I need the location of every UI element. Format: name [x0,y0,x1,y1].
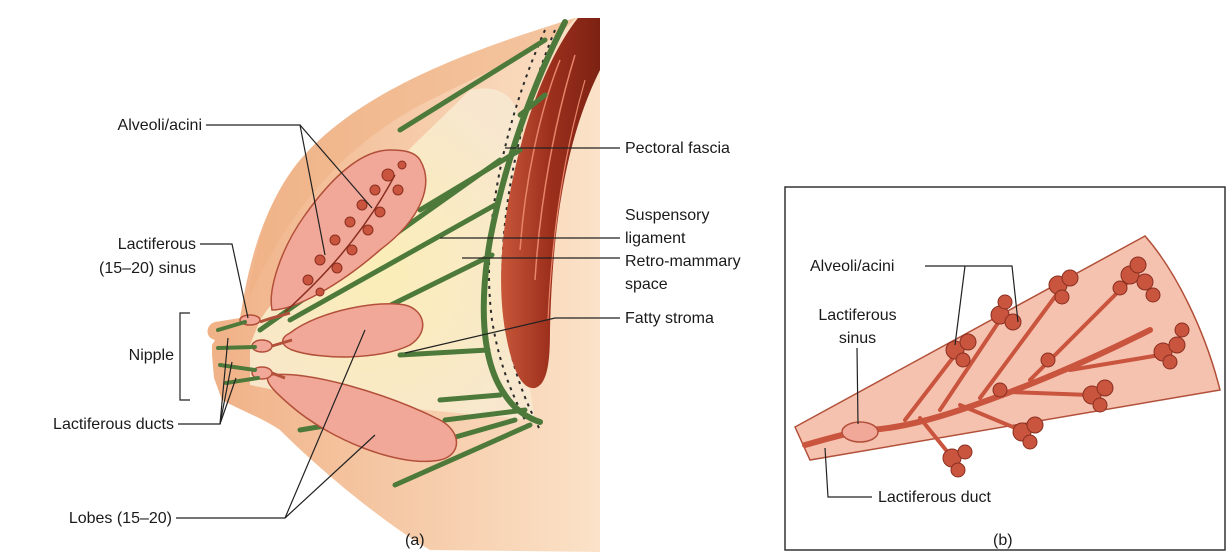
label-sinus-b-line1: Lactiferous [800,306,915,325]
label-alveoli-a: Alveoli/acini [30,116,202,135]
label-lactiferous-sinus-line1: Lactiferous [30,235,196,254]
caption-b: (b) [993,532,1013,550]
label-lactiferous-duct-b: Lactiferous duct [878,488,991,507]
label-alveoli-b: Alveoli/acini [810,257,894,276]
label-retro-mammary-line2: space [625,275,668,294]
figure-a-drawing [176,18,620,552]
label-suspensory-line1: Suspensory [625,206,710,225]
label-suspensory-line2: ligament [625,229,685,248]
label-nipple: Nipple [30,346,174,365]
label-lactiferous-sinus-line2: (15–20) sinus [30,259,196,278]
label-pectoral-fascia: Pectoral fascia [625,139,730,158]
figure-b-drawing [785,187,1225,550]
label-fatty-stroma: Fatty stroma [625,309,714,328]
label-lactiferous-ducts: Lactiferous ducts [4,415,174,434]
label-sinus-b-line2: sinus [800,329,915,348]
label-lobes: Lobes (15–20) [4,509,172,528]
label-retro-mammary-line1: Retro-mammary [625,252,741,271]
caption-a: (a) [405,532,425,550]
